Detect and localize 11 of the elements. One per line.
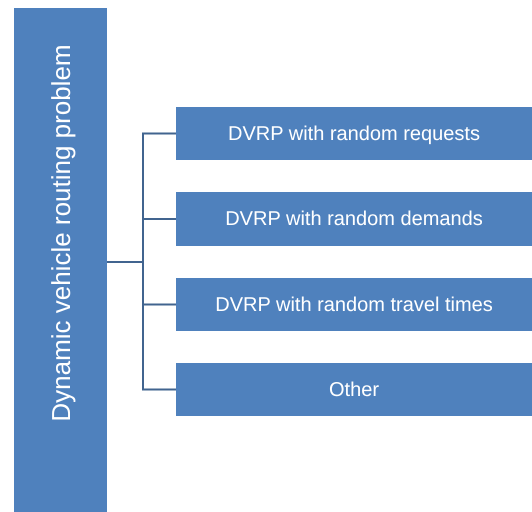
category-label: DVRP with random requests: [227, 122, 481, 146]
category-label: DVRP with random demands: [224, 207, 484, 231]
category-box: [176, 192, 532, 246]
category-box: [176, 107, 532, 160]
category-label: Other: [328, 378, 380, 402]
category-box: [176, 278, 532, 331]
category-label: DVRP with random travel times: [214, 292, 494, 316]
title-text: Dynamic vehicle routing problem: [44, 43, 76, 424]
category-box: [176, 363, 532, 416]
title-bar: [14, 8, 107, 512]
connector-line: [107, 261, 176, 390]
